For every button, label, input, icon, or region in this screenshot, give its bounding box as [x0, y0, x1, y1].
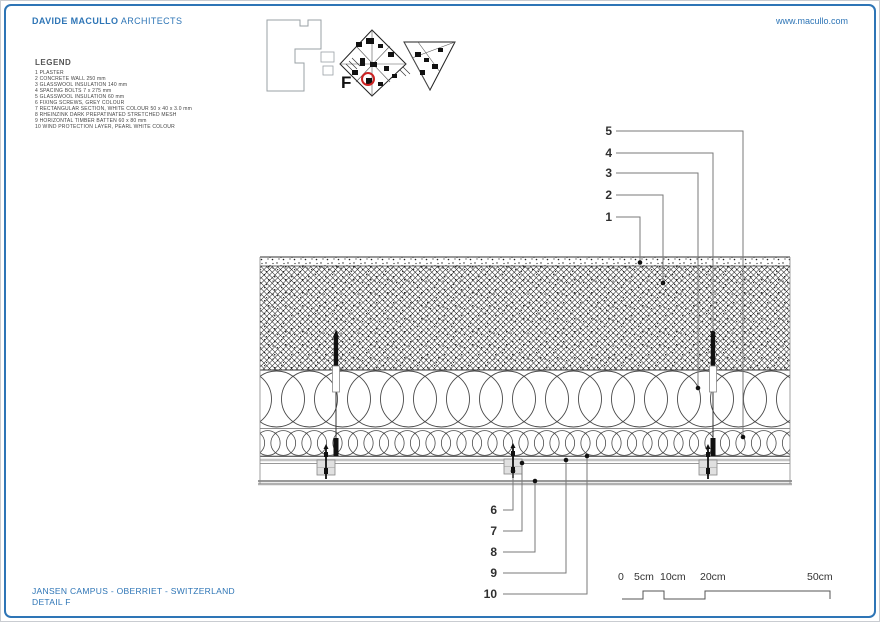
scale-label-20cm: 20cm	[700, 571, 726, 583]
legend-item: 9 HORIZONTAL TIMBER BATTEN 60 x 80 mm	[35, 118, 147, 124]
callout-number-2: 2	[605, 188, 612, 202]
callout-number-6: 6	[490, 503, 497, 517]
scale-label-5cm: 5cm	[634, 571, 654, 583]
legend-item: 4 SPACING BOLTS 7 x 275 mm	[35, 88, 112, 94]
callout-number-10: 10	[483, 587, 497, 601]
legend-item: 8 RHEINZINK DARK PREPATINATED STRETCHED …	[35, 112, 177, 118]
leader-dots	[510, 260, 746, 484]
callout-number-4: 4	[605, 146, 612, 160]
insulation-140-layer	[260, 370, 790, 430]
scale-label-0: 0	[618, 571, 624, 583]
legend-item: 5 GLASSWOOL INSULATION 60 mm	[35, 94, 125, 100]
callout-number-1: 1	[605, 210, 612, 224]
spacing-bolt	[332, 330, 340, 456]
key-plan-building-outline	[266, 19, 322, 92]
plaster-layer	[260, 256, 790, 267]
scale-label-10cm: 10cm	[660, 571, 686, 583]
project-title: JANSEN CAMPUS - OBERRIET - SWITZERLAND	[32, 586, 235, 596]
fixing-bracket	[316, 444, 336, 479]
studio-title: DAVIDE MACULLO ARCHITECTS	[32, 16, 182, 26]
callout-number-8: 8	[490, 545, 497, 559]
concrete-layer	[260, 266, 790, 371]
callout-number-9: 9	[490, 566, 497, 580]
key-plan-detail-marker-circle	[361, 72, 375, 86]
insulation-60-layer	[260, 430, 790, 457]
studio-website: www.macullo.com	[775, 16, 848, 26]
legend-title: LEGEND	[35, 58, 72, 67]
legend-list: 1 PLASTER 2 CONCRETE WALL 250 mm 3 GLASS…	[35, 70, 192, 130]
key-plan-floorplan	[339, 29, 456, 97]
studio-name-light: ARCHITECTS	[120, 16, 183, 26]
legend-item: 6 FIXING SCREWS, GREY COLOUR	[35, 100, 125, 106]
callout-number-3: 3	[605, 166, 612, 180]
legend-item: 10 WIND PROTECTION LAYER, PEARL WHITE CO…	[35, 124, 175, 130]
callout-number-7: 7	[490, 524, 497, 538]
legend-item: 7 RECTANGULAR SECTION, WHITE COLOUR 50 x…	[35, 106, 193, 112]
scale-bar-graphic	[622, 590, 831, 600]
legend: LEGEND 1 PLASTER 2 CONCRETE WALL 250 mm …	[35, 58, 192, 130]
legend-item: 2 CONCRETE WALL 250 mm	[35, 76, 106, 82]
key-plan-detail-letter: F	[341, 73, 351, 92]
studio-name-bold: DAVIDE MACULLO	[32, 16, 119, 26]
scale-label-50cm: 50cm	[807, 571, 833, 583]
wall-section	[258, 256, 792, 486]
legend-item: 3 GLASSWOOL INSULATION 140 mm	[35, 82, 128, 88]
leader-lines	[503, 130, 744, 595]
callout-number-5: 5	[605, 124, 612, 138]
key-plan: F	[266, 19, 456, 97]
sheet-title: DETAIL F	[32, 597, 71, 607]
legend-item: 1 PLASTER	[35, 70, 64, 76]
spacing-bolt	[709, 330, 717, 456]
fixing-bracket	[698, 444, 718, 479]
